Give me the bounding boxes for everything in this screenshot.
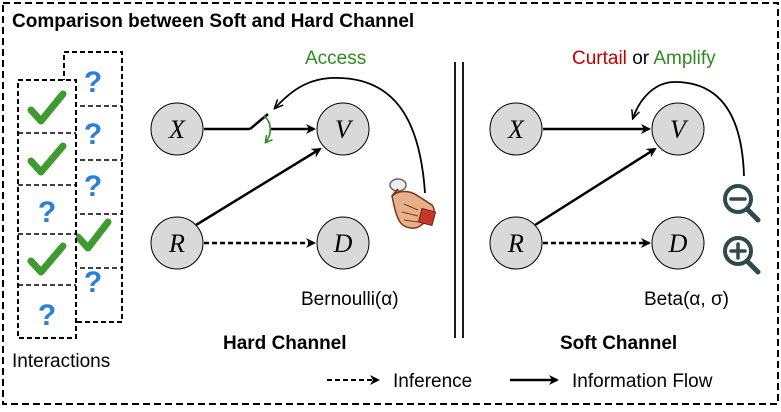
back-check-icon: [74, 218, 112, 252]
front-check-icon-1: [27, 90, 67, 125]
node-v-hard-label: V: [335, 115, 354, 144]
beta-label: Beta(α, σ): [644, 289, 729, 310]
curtail-amplify-feedback-arrow: [633, 81, 745, 177]
access-label: Access: [305, 48, 366, 69]
soft-channel-panel: Curtail or Amplify X V R D Beta(α, σ) So…: [489, 48, 761, 354]
hard-channel-label: Hard Channel: [223, 333, 347, 354]
zoom-in-icon: [723, 236, 761, 275]
curtail-label: Curtail: [572, 48, 627, 69]
interactions-label: Interactions: [12, 351, 110, 372]
legend: Inference Information Flow: [327, 371, 713, 392]
curtail-or-amplify-label: Curtail or Amplify: [572, 48, 716, 69]
node-d-hard: [316, 216, 370, 270]
or-label: or: [632, 48, 650, 69]
front-question-icon-2: ?: [38, 299, 56, 332]
node-v-hard: [316, 102, 370, 156]
back-question-icon-3: ?: [84, 170, 102, 203]
node-r-hard-label: R: [168, 229, 185, 258]
node-d-soft: [651, 216, 705, 270]
legend-flow-label: Information Flow: [572, 371, 713, 392]
front-column-frame: [17, 79, 77, 339]
node-x-soft-label: X: [507, 115, 525, 144]
node-x-soft: [489, 102, 543, 156]
hard-channel-panel: Access X V R D Bernoulli(α) Hard Channel: [150, 48, 437, 354]
front-check-icon-3: [27, 242, 67, 276]
legend-inference-label: Inference: [393, 371, 472, 392]
front-check-icon-2: [27, 142, 67, 176]
amplify-label: Amplify: [653, 48, 716, 69]
back-question-icon-4: ?: [84, 266, 102, 299]
edge-r-v-soft: [534, 147, 657, 227]
node-x-hard: [150, 102, 204, 156]
thumb-pointing-hand-icon: [389, 178, 437, 229]
outer-frame: [2, 2, 779, 405]
node-v-soft: [651, 102, 705, 156]
back-question-icon-1: ?: [84, 66, 102, 99]
diagram-title: Comparison between Soft and Hard Channel: [12, 11, 414, 32]
node-x-hard-label: X: [168, 115, 186, 144]
node-r-soft-label: R: [507, 229, 524, 258]
node-d-hard-label: D: [333, 229, 353, 258]
edge-r-v-hard: [195, 147, 322, 227]
front-question-icon-1: ?: [38, 196, 56, 229]
node-r-soft: [489, 216, 543, 270]
switch-toggle-arrow: [263, 115, 270, 142]
access-feedback-arrow: [275, 77, 426, 194]
zoom-out-icon: [723, 184, 761, 223]
node-d-soft-label: D: [668, 229, 688, 258]
node-v-soft-label: V: [670, 115, 689, 144]
back-question-icon-2: ?: [84, 118, 102, 151]
soft-channel-label: Soft Channel: [560, 333, 677, 354]
node-r-hard: [150, 216, 204, 270]
interactions-stack: ? ? ? ? ? ?: [17, 51, 123, 339]
bernoulli-label: Bernoulli(α): [301, 289, 399, 310]
